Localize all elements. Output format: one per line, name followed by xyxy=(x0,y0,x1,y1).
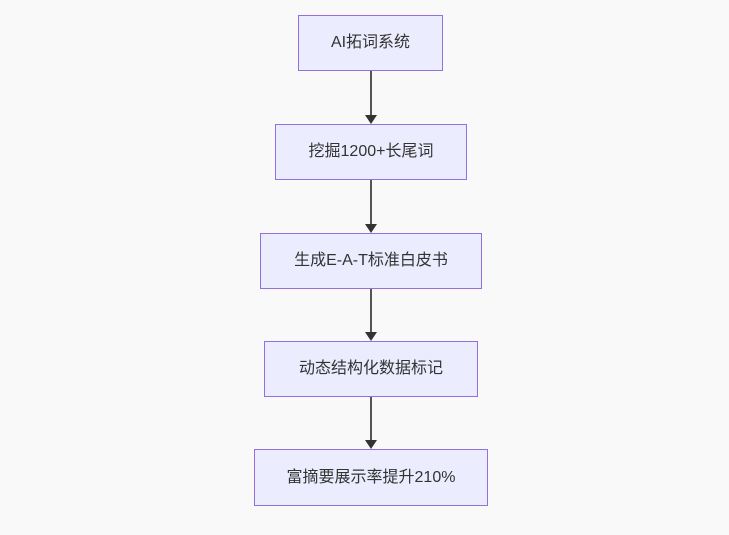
arrow-down-icon xyxy=(365,332,377,341)
node-label: 动态结构化数据标记 xyxy=(298,360,443,378)
node-generate-eat-whitepaper: 生成E-A-T标准白皮书 xyxy=(260,233,482,289)
node-mine-longtail-keywords: 挖掘1200+长尾词 xyxy=(275,124,467,180)
arrow-line xyxy=(370,180,372,225)
node-label: AI拓词系统 xyxy=(330,34,411,52)
arrow-down-icon xyxy=(365,224,377,233)
flow-arrow-1 xyxy=(365,71,377,124)
arrow-line xyxy=(370,397,372,441)
arrow-line xyxy=(370,289,372,333)
node-label: 生成E-A-T标准白皮书 xyxy=(294,252,448,270)
arrow-down-icon xyxy=(365,440,377,449)
flow-arrow-3 xyxy=(365,289,377,341)
flow-arrow-4 xyxy=(365,397,377,449)
node-rich-snippet-rate-increase: 富摘要展示率提升210% xyxy=(254,449,488,506)
node-label: 富摘要展示率提升210% xyxy=(286,468,456,486)
node-label: 挖掘1200+长尾词 xyxy=(308,143,434,161)
arrow-line xyxy=(370,71,372,116)
arrow-down-icon xyxy=(365,115,377,124)
flow-arrow-2 xyxy=(365,180,377,233)
node-dynamic-structured-data-markup: 动态结构化数据标记 xyxy=(264,341,478,397)
node-ai-word-expansion-system: AI拓词系统 xyxy=(298,15,443,71)
